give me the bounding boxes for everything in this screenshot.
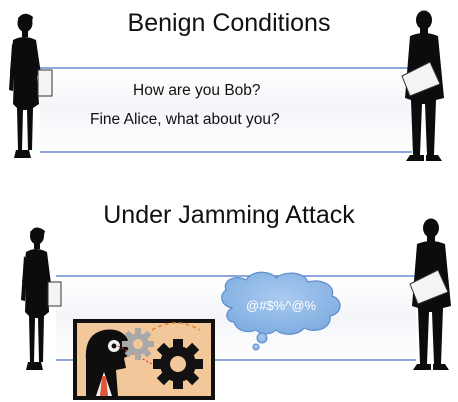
jamming-bubble-text: @#$%^@% <box>246 298 317 313</box>
benign-title: Benign Conditions <box>127 9 331 37</box>
bob-silhouette-top <box>401 10 444 161</box>
jammer-clipart <box>73 319 215 400</box>
message-bob: Fine Alice, what about you? <box>90 111 280 128</box>
jamming-bubble <box>221 271 341 351</box>
message-alice: How are you Bob? <box>133 82 261 99</box>
jamming-title: Under Jamming Attack <box>103 201 355 229</box>
benign-channel <box>40 67 412 153</box>
alice-silhouette-top <box>9 13 53 158</box>
bob-silhouette-bottom <box>409 218 451 370</box>
alice-silhouette-bottom <box>21 227 62 370</box>
